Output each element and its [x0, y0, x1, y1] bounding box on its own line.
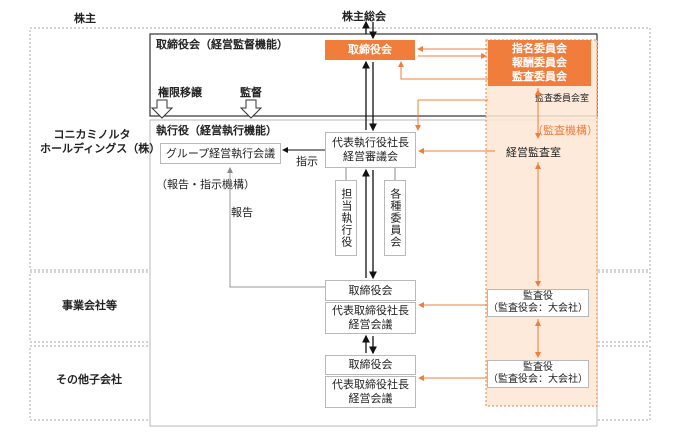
sub-auditor-title: 監査役 [523, 361, 553, 373]
audit-function-label: （監査機構） [532, 124, 598, 137]
authority-transfer-label: 権限移譲 [158, 86, 202, 99]
op-management-meeting: 経営会議 [348, 318, 393, 331]
management-council: 経営審議会 [343, 150, 398, 163]
sub-auditor-note: （監査役会：大会社） [488, 374, 588, 385]
holdings-company-label: コニカミノルタ ホールディングス（株） [40, 128, 161, 156]
committees-box: 指名委員会 報酬委員会 監査委員会 [488, 40, 591, 86]
audit-committee-to-board-arrow [398, 61, 488, 80]
holdings-company-line2: ホールディングス（株） [40, 141, 161, 155]
executive-officers-box: 担当執行役 [335, 180, 357, 256]
op-president-meeting-box: 代表取締役社長 経営会議 [325, 302, 416, 334]
audit-committee-office-label: 監査委員会室 [535, 94, 590, 104]
sub-auditor-box: 監査役 （監査役会：大会社） [487, 360, 589, 388]
group-exec-meeting-box: グループ経営執行会議 [160, 143, 281, 164]
sub-board-box: 取締役会 [325, 355, 416, 375]
board-section-title: 取締役会（経営監督機能） [156, 38, 288, 51]
audit-panel [485, 39, 598, 407]
executive-section-title: 執行役（経営執行機能） [156, 124, 277, 137]
op-auditor-title: 監査役 [523, 290, 553, 302]
op-president-title: 代表取締役社長 [332, 304, 409, 318]
holdings-company-line1: コニカミノルタ [53, 128, 131, 141]
various-committees-box: 各種委員会 [384, 180, 406, 256]
shareholders-label: 株主 [74, 12, 96, 25]
audit-committee: 監査委員会 [512, 69, 567, 83]
op-auditor-box: 監査役 （監査役会：大会社） [487, 289, 589, 317]
president-meeting-box: 代表執行役社長 経営審議会 [325, 132, 416, 168]
instruction-label: 指示 [296, 155, 318, 168]
sub-president-title: 代表取締役社長 [332, 378, 409, 392]
supervision-label: 監督 [240, 86, 262, 99]
shareholders-meeting-label: 株主総会 [342, 10, 386, 23]
operating-companies-label: 事業会社等 [62, 299, 117, 312]
board-of-directors-box: 取締役会 [325, 40, 415, 60]
report-label: 報告 [231, 206, 253, 219]
op-auditor-note: （監査役会：大会社） [488, 303, 588, 314]
sub-president-meeting-box: 代表取締役社長 経営会議 [325, 376, 416, 408]
management-audit-office: 経営監査室 [506, 146, 561, 159]
op-board-box: 取締役会 [325, 280, 416, 301]
compensation-committee: 報酬委員会 [512, 56, 567, 70]
nomination-committee: 指名委員会 [512, 42, 567, 56]
authority-transfer-arrow [150, 99, 174, 119]
report-path [227, 167, 325, 288]
other-subsidiaries-label: その他子会社 [56, 373, 122, 386]
supervision-arrow [239, 99, 263, 119]
sub-management-meeting: 経営会議 [348, 392, 393, 405]
president-title: 代表執行役社長 [332, 136, 409, 150]
